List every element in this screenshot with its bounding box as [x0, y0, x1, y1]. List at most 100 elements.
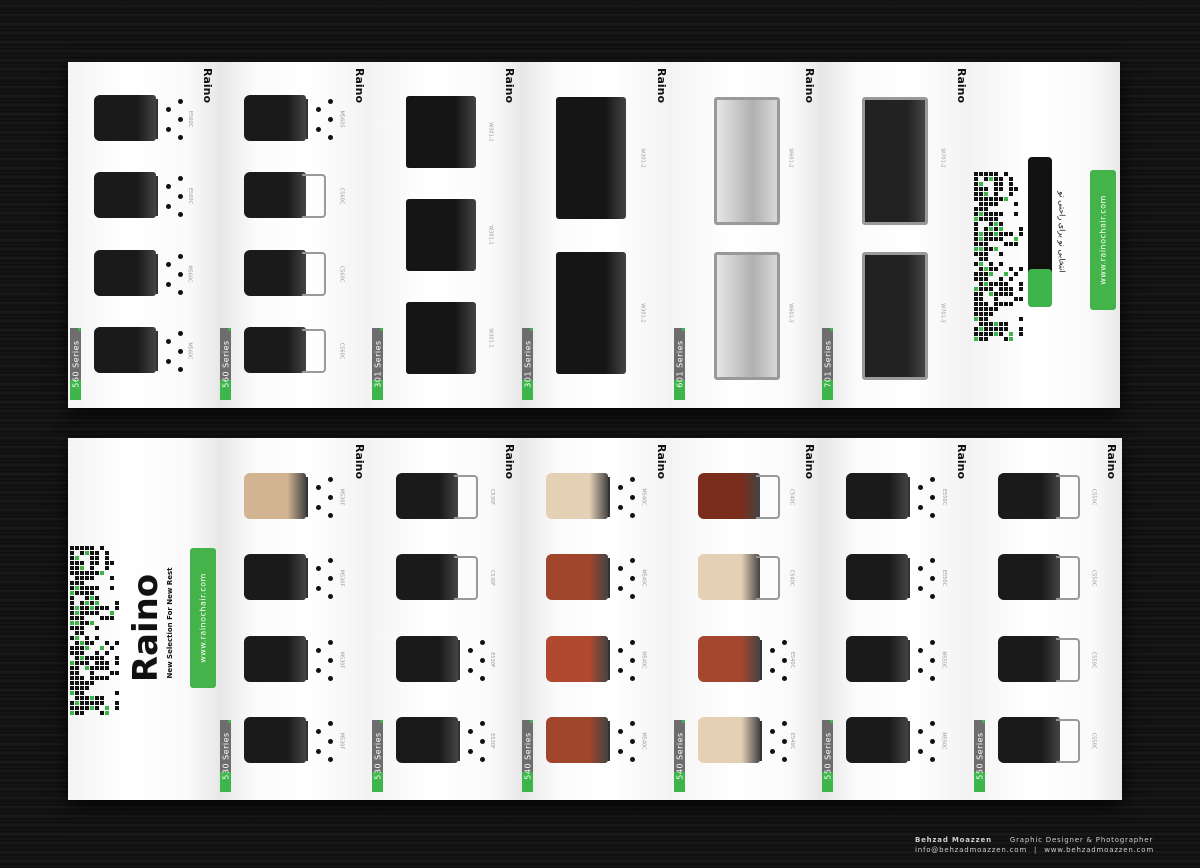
website-link[interactable]: www.rainochair.com	[1098, 195, 1108, 285]
raino-logo-icon: Raino	[803, 444, 816, 480]
product-bench[interactable]	[846, 248, 938, 380]
product-image	[396, 472, 458, 519]
product-image	[406, 302, 476, 375]
product-swivel[interactable]	[698, 630, 790, 690]
product-swivel[interactable]	[244, 630, 336, 690]
website-banner[interactable]: www.rainochair.com	[190, 548, 216, 688]
product-frame[interactable]	[244, 244, 336, 304]
product-swivel[interactable]	[244, 711, 336, 771]
product-swivel[interactable]	[846, 711, 938, 771]
product-sofa[interactable]	[396, 92, 488, 172]
product-image	[998, 554, 1060, 601]
product-frame[interactable]	[698, 548, 790, 608]
product-swivel[interactable]	[94, 321, 186, 381]
product-sofa[interactable]	[546, 248, 638, 378]
product-frame[interactable]	[998, 711, 1090, 771]
product-image	[698, 635, 760, 682]
product-swivel[interactable]	[396, 711, 488, 771]
product-code: M540C	[640, 651, 647, 669]
product-frame[interactable]	[998, 467, 1090, 527]
product-swivel[interactable]	[244, 548, 336, 608]
product-image	[546, 717, 608, 764]
product-frame[interactable]	[244, 166, 336, 226]
product-image	[862, 96, 928, 225]
designer-name: Behzad Moazzen	[914, 836, 992, 844]
raino-logo-icon: Raino	[1105, 444, 1118, 480]
product-sofa[interactable]	[546, 93, 638, 223]
product-swivel[interactable]	[846, 548, 938, 608]
product-swivel[interactable]	[546, 548, 638, 608]
product-image	[698, 554, 760, 601]
cover-panel: Raino New Selection For New Rest www.rai…	[68, 438, 218, 800]
product-image	[244, 249, 306, 296]
product-image	[244, 472, 306, 519]
product-code: E540C	[788, 651, 795, 668]
product-sofa[interactable]	[396, 298, 488, 378]
product-code: C560C	[338, 187, 345, 205]
product-swivel[interactable]	[244, 89, 336, 149]
product-image	[244, 635, 306, 682]
product-code: E560C	[186, 188, 193, 205]
series-tab: 701 Series	[822, 328, 833, 400]
product-image	[546, 554, 608, 601]
product-swivel[interactable]	[846, 630, 938, 690]
product-code: W301-1	[487, 121, 494, 142]
product-swivel[interactable]	[244, 467, 336, 527]
website-banner[interactable]: www.rainochair.com	[1090, 170, 1116, 310]
series-label: 530 Series	[221, 732, 230, 780]
product-image	[406, 95, 476, 168]
product-swivel[interactable]	[94, 244, 186, 304]
chrome-frame	[302, 329, 326, 374]
product-bench[interactable]	[698, 93, 790, 225]
chrome-frame	[1056, 556, 1080, 601]
series-tab: 550 Series	[822, 720, 833, 792]
series-tab: 550 Series	[974, 720, 985, 792]
product-frame[interactable]	[396, 467, 488, 527]
product-frame[interactable]	[244, 321, 336, 381]
product-frame[interactable]	[998, 548, 1090, 608]
product-code: W601-2	[787, 147, 794, 168]
product-image	[546, 472, 608, 519]
product-code: E530F	[489, 651, 496, 668]
pixel-pattern	[974, 172, 1023, 341]
product-swivel[interactable]	[94, 166, 186, 226]
series-label: 540 Series	[675, 732, 684, 780]
raino-logo-icon: Raino	[955, 444, 968, 480]
product-swivel[interactable]	[698, 711, 790, 771]
product-bench[interactable]	[846, 93, 938, 225]
product-bench[interactable]	[698, 248, 790, 380]
designer-email[interactable]: info@behzadmoazzen.com	[914, 846, 1027, 854]
product-code: C550C	[1090, 651, 1097, 669]
chrome-frame	[302, 174, 326, 219]
designer-website[interactable]: www.behzadmoazzen.com	[1044, 846, 1154, 854]
product-swivel[interactable]	[546, 711, 638, 771]
swivel-base	[608, 721, 636, 763]
product-code: W601-3	[787, 302, 794, 323]
website-link[interactable]: www.rainochair.com	[198, 573, 208, 663]
product-image	[698, 472, 760, 519]
product-swivel[interactable]	[546, 467, 638, 527]
product-image	[244, 717, 306, 764]
product-sofa[interactable]	[396, 195, 488, 275]
series-label: 540 Series	[523, 732, 532, 780]
swivel-base	[760, 639, 788, 681]
product-swivel[interactable]	[546, 630, 638, 690]
product-frame[interactable]	[396, 548, 488, 608]
chrome-frame	[1056, 719, 1080, 764]
product-code: M550C	[940, 651, 947, 669]
product-swivel[interactable]	[846, 467, 938, 527]
product-swivel[interactable]	[94, 89, 186, 149]
designer-role: Graphic Designer & Photographer	[1009, 836, 1154, 844]
product-swivel[interactable]	[396, 630, 488, 690]
product-frame[interactable]	[998, 630, 1090, 690]
product-frame[interactable]	[698, 467, 790, 527]
swivel-base	[306, 639, 334, 681]
chrome-frame	[756, 556, 780, 601]
raino-logo-icon: Raino	[655, 68, 668, 104]
series-tab: 560 Series	[220, 328, 231, 400]
raino-logo-icon: Raino	[503, 68, 516, 104]
